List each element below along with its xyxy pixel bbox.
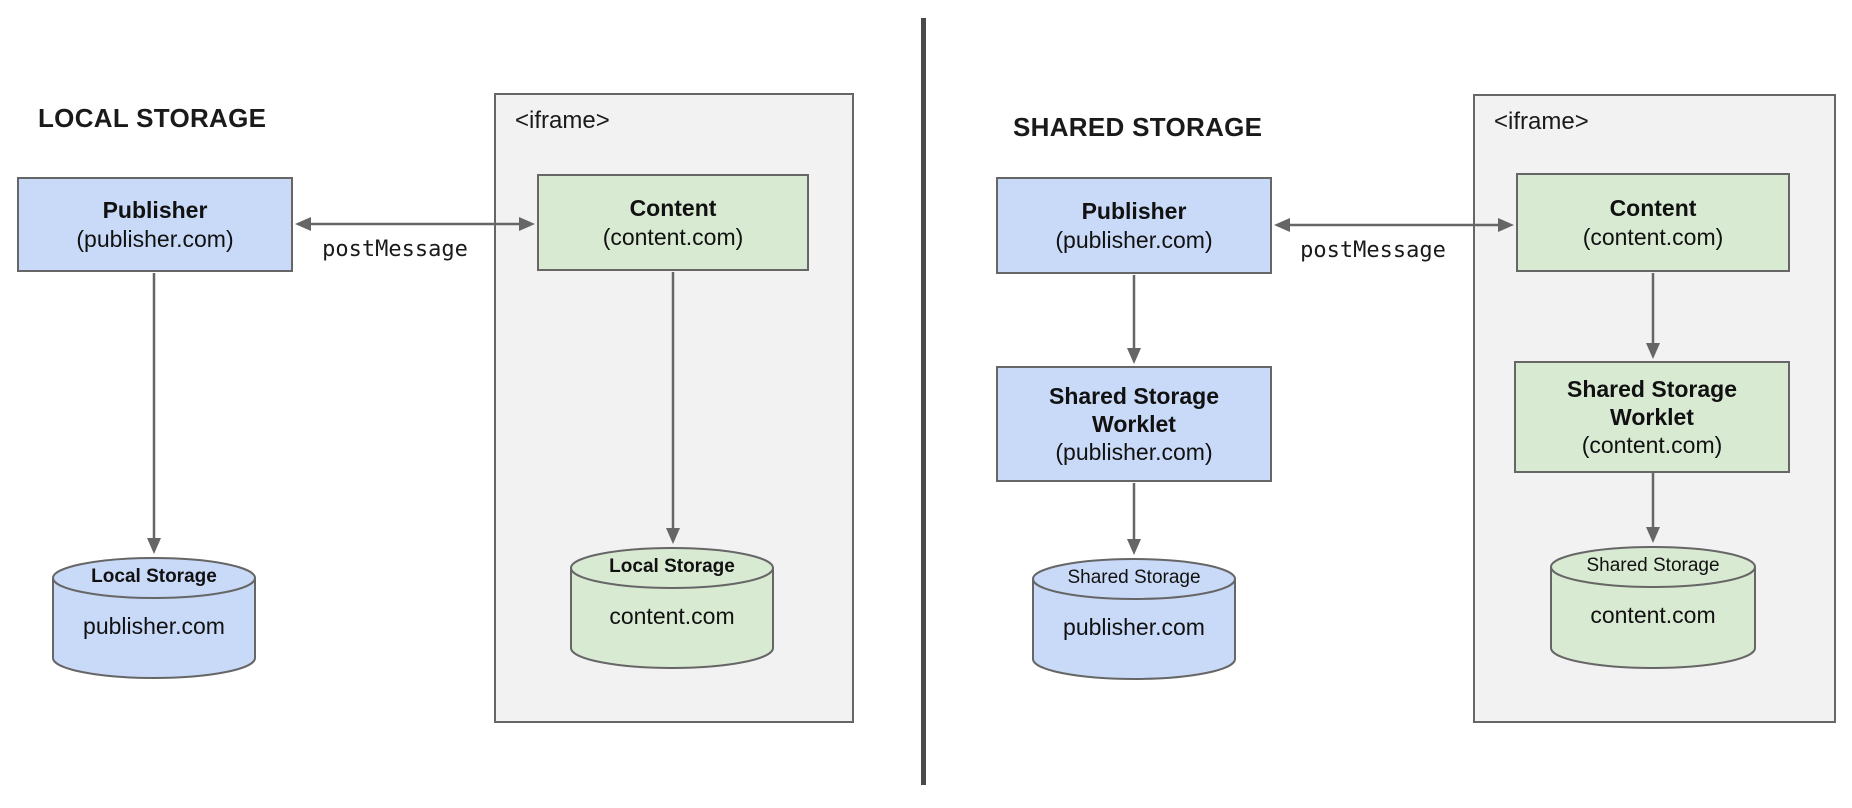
shared-storage-cylinder-publisher: Shared Storage publisher.com — [1031, 557, 1237, 681]
shared-storage-worklet-box-publisher: Shared Storage Worklet (publisher.com) — [996, 366, 1272, 482]
worklet-box-origin: (content.com) — [1581, 431, 1723, 458]
publisher-box-right: Publisher (publisher.com) — [996, 177, 1272, 274]
shared-storage-title: SHARED STORAGE — [1013, 112, 1263, 142]
worklet-to-storage-arrow-publisher — [1127, 483, 1141, 555]
cylinder-shape — [52, 557, 256, 679]
content-box-name: Content — [1609, 195, 1697, 221]
cylinder-label: Local Storage — [609, 556, 735, 577]
publisher-to-worklet-arrow — [1127, 275, 1141, 364]
cylinder-shape — [570, 547, 774, 669]
cylinder-value: publisher.com — [83, 613, 225, 639]
cylinder-label: Shared Storage — [1586, 555, 1720, 576]
content-box-left: Content (content.com) — [537, 174, 809, 271]
publisher-box-origin: (publisher.com) — [1055, 227, 1213, 253]
worklet-box-line2: Worklet — [1610, 403, 1694, 430]
content-box-origin: (content.com) — [602, 224, 744, 250]
cylinder-shape — [1550, 546, 1756, 669]
cylinder-value: content.com — [609, 603, 735, 629]
content-box-right: Content (content.com) — [1516, 173, 1790, 272]
cylinder-value: publisher.com — [1063, 614, 1205, 640]
shared-storage-cylinder-content: Shared Storage content.com — [1549, 545, 1757, 670]
iframe-label: <iframe> — [1494, 108, 1589, 135]
publisher-box-left: Publisher (publisher.com) — [17, 177, 293, 272]
cylinder-label: Shared Storage — [1067, 567, 1201, 588]
cylinder-value: content.com — [1590, 602, 1716, 628]
content-box-name: Content — [629, 195, 717, 221]
iframe-label: <iframe> — [515, 107, 610, 134]
local-storage-title: LOCAL STORAGE — [38, 103, 267, 133]
publisher-box-name: Publisher — [102, 197, 208, 223]
publisher-box-origin: (publisher.com) — [76, 226, 234, 252]
publisher-box-name: Publisher — [1081, 198, 1187, 224]
panel-divider — [921, 18, 926, 785]
publisher-to-storage-arrow-left — [147, 273, 161, 554]
content-box-origin: (content.com) — [1582, 224, 1724, 250]
cylinder-label: Local Storage — [91, 566, 217, 587]
worklet-box-line1: Shared Storage — [1049, 382, 1219, 409]
local-storage-cylinder-publisher: Local Storage publisher.com — [51, 556, 257, 680]
worklet-box-origin: (publisher.com) — [1055, 438, 1213, 465]
shared-storage-worklet-box-content: Shared Storage Worklet (content.com) — [1514, 361, 1790, 473]
worklet-box-line2: Worklet — [1092, 410, 1176, 437]
postmessage-label-left: postMessage — [322, 237, 468, 262]
worklet-box-line1: Shared Storage — [1567, 375, 1737, 402]
postmessage-label-right: postMessage — [1300, 238, 1446, 263]
cylinder-shape — [1032, 558, 1236, 680]
local-storage-cylinder-content: Local Storage content.com — [569, 546, 775, 670]
